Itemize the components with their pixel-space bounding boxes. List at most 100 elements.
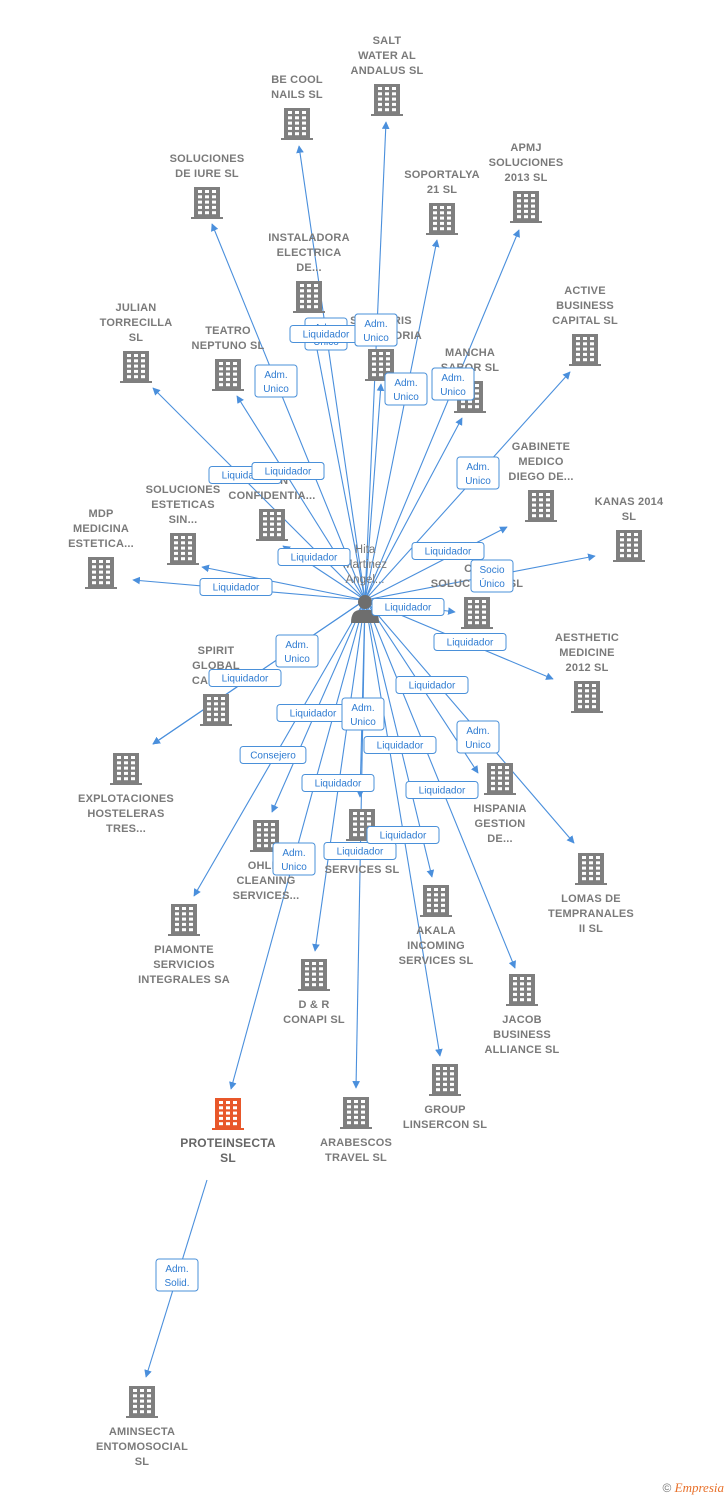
edge-label-text: Liquidador	[385, 603, 432, 614]
edge-label-piamonte[interactable]: Consejero	[239, 746, 307, 764]
edge-label-facility[interactable]: Adm.Unico	[341, 697, 385, 731]
edge-label-arabescos[interactable]: Liquidador	[323, 842, 397, 860]
edge-label-text: Unico	[393, 392, 419, 403]
building-icon	[85, 557, 117, 589]
company-label: GESTION	[475, 818, 526, 830]
edge-label-gabinete[interactable]: Liquidador	[411, 542, 485, 560]
building-icon	[426, 203, 458, 235]
company-label: SIN...	[169, 514, 198, 526]
company-label: SERVICES SL	[399, 955, 474, 967]
building-icon	[525, 490, 557, 522]
edge-label-akala[interactable]: Liquidador	[363, 736, 437, 754]
company-label: BE COOL	[271, 74, 323, 86]
edge-label-text: Adm.	[264, 370, 287, 381]
company-node-hispania[interactable]: HISPANIAGESTIONDE...	[473, 763, 526, 845]
person-node-hita[interactable]: HitaMartinezAngel...	[343, 544, 387, 623]
edge-label-instaladora[interactable]: Liquidador	[289, 325, 363, 343]
edge-label-mancha[interactable]: Adm.Unico	[431, 367, 475, 401]
edge-label-text: Adm.	[282, 848, 305, 859]
edge-label-aesthetic[interactable]: Liquidador	[433, 633, 507, 651]
building-icon	[212, 1098, 244, 1130]
edge-label-text: Liquidador	[222, 471, 269, 482]
company-node-sol_esteticas[interactable]: SOLUCIONES ESTETICAS SIN...	[146, 484, 221, 565]
company-label: ALLIANCE SL	[485, 1044, 560, 1056]
company-label: SL	[129, 332, 144, 344]
company-label: CAPITAL SL	[552, 315, 618, 327]
edge-label-text: Adm.	[351, 703, 374, 714]
building-icon	[110, 753, 142, 785]
edge-label-text: Consejero	[250, 751, 296, 762]
company-node-explotaciones[interactable]: EXPLOTACIONESHOSTELERASTRES...	[78, 753, 174, 835]
edge-label-ohlim[interactable]: Liquidador	[276, 704, 350, 722]
company-node-instaladora[interactable]: INSTALADORAELECTRICADE...	[268, 232, 350, 313]
edge-label-text: Adm.	[165, 1264, 188, 1275]
edge-label-soportalya[interactable]: Adm.Unico	[384, 372, 428, 406]
edge-label-group[interactable]: Liquidador	[366, 826, 440, 844]
person-label: Hita	[355, 544, 376, 556]
company-label: SALT	[373, 35, 402, 47]
footer-brand[interactable]: © Empresia	[662, 1480, 724, 1496]
edge-label-sigeneris[interactable]: Adm.Unico	[354, 313, 398, 347]
edge-label-text: Unico	[465, 740, 491, 751]
company-label: MEDICO	[518, 456, 563, 468]
edge-label-proteinsecta[interactable]: Adm.Unico	[272, 842, 316, 876]
company-label: SL	[622, 511, 637, 523]
company-label: 2012 SL	[566, 662, 609, 674]
edge-label-hispania[interactable]: Liquidador	[395, 676, 469, 694]
company-label: SL	[135, 1456, 150, 1468]
edge-label-explotaciones[interactable]: Liquidador	[208, 669, 282, 687]
edge-hita-soluciones_iure	[211, 223, 366, 601]
edge-label-jacob[interactable]: Liquidador	[405, 781, 479, 799]
edge-label-text: Unico	[363, 333, 389, 344]
company-node-aeon[interactable]: AEONCONFIDENTIA...	[228, 475, 315, 541]
edge-label-text: Unico	[284, 654, 310, 665]
edge-label-soluciones_iure[interactable]: Adm.Unico	[254, 364, 298, 398]
company-label: CONFIDENTIA...	[228, 490, 315, 502]
edge-label-sol_esteticas[interactable]: Liquidador	[277, 548, 351, 566]
edge-label-aminsecta[interactable]: Adm.Solid.	[155, 1258, 199, 1292]
edge-label-lomas[interactable]: Adm.Unico	[456, 720, 500, 754]
company-label: TRAVEL SL	[325, 1152, 387, 1164]
company-label: BUSINESS	[493, 1029, 551, 1041]
company-node-mdp[interactable]: MDPMEDICINAESTETICA...	[68, 508, 134, 589]
edge-label-aeon[interactable]: Liquidador	[251, 462, 325, 480]
company-label: SOLUCIONES	[146, 484, 221, 496]
building-icon	[613, 530, 645, 562]
company-label: MEDICINE	[559, 647, 614, 659]
building-icon	[200, 694, 232, 726]
edge-label-ofil[interactable]: Liquidador	[371, 598, 445, 616]
edge-label-active[interactable]: Adm.Unico	[456, 456, 500, 490]
company-label: TRES...	[106, 823, 146, 835]
company-label: TEMPRANALES	[548, 908, 634, 920]
company-label: WATER AL	[358, 50, 416, 62]
edge-label-dr[interactable]: Liquidador	[301, 774, 375, 792]
edge-label-spirit[interactable]: Adm.Unico	[275, 634, 319, 668]
company-label: HOSTELERAS	[87, 808, 164, 820]
edge-label-mdp[interactable]: Liquidador	[199, 578, 273, 596]
company-label: ELECTRICA	[277, 247, 342, 259]
building-icon	[281, 108, 313, 140]
edge-label-text: Liquidador	[290, 709, 337, 720]
company-label: ESTETICAS	[151, 499, 215, 511]
